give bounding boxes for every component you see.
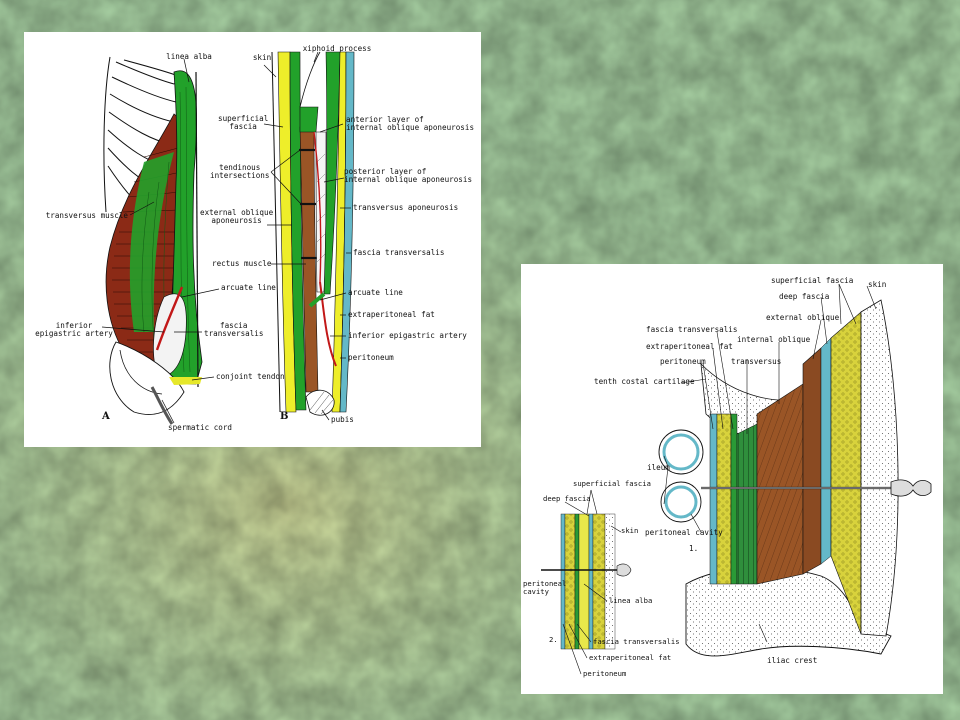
label-extraperitoneal-fat-b: extraperitoneal fat <box>348 310 435 319</box>
artery-upper <box>313 131 322 283</box>
label-peritoneal-cavity-2: peritoneal cavity <box>645 528 723 537</box>
transversus-slab <box>736 423 758 585</box>
skin-layer <box>271 51 281 413</box>
inset-fascia-transversalis <box>574 513 580 650</box>
tendinous-intersections-marks <box>299 148 317 260</box>
label-ileum: ileum <box>647 463 670 472</box>
label-xiphoid-process: xiphoid process <box>302 44 372 53</box>
label-conjoint-tendon: conjoint tendon <box>216 372 285 381</box>
ileum-loops <box>658 429 704 523</box>
label-inset-extraperitoneal-fat: extraperitoneal fat <box>589 653 672 662</box>
label-skin-2: skin <box>868 280 887 289</box>
label-arcuate-line-b: arcuate line <box>348 288 403 297</box>
label-superficial-fascia-2: superficial fascia <box>771 276 854 285</box>
spermatic-cord-shape <box>150 386 174 425</box>
label-transversus-aponeurosis: transversus aponeurosis <box>353 203 459 212</box>
figure-panel-rectus-sheath: linea alba transversus muscle arcuate li… <box>24 32 481 447</box>
figure-a-drawing <box>101 56 220 425</box>
label-tendinous-intersections: tendinous intersections <box>210 163 270 181</box>
label-linea-alba-a: linea alba <box>166 52 212 61</box>
label-inset-linea-alba: linea alba <box>609 596 653 605</box>
label-deep-fascia-2: deep fascia <box>779 292 830 301</box>
label-fascia-transversalis-2: fascia transversalis <box>646 325 738 334</box>
label-peritoneum-b: peritoneum <box>348 353 394 362</box>
label-fig-num-1: 1. <box>689 544 699 553</box>
fascia-transversalis-slab <box>730 413 738 585</box>
inset-superficial-fascia <box>592 513 606 650</box>
peritoneum-slab <box>709 413 718 585</box>
label-extraperitoneal-fat-2: extraperitoneal fat <box>646 342 733 351</box>
label-arcuate-line-a: arcuate line <box>221 283 276 292</box>
figure-a-tag: A <box>102 411 110 422</box>
conjoint-tendon-shape <box>169 377 202 385</box>
figure-a-leaders <box>101 58 220 424</box>
figure-panel-abdominal-layers: superficial fascia skin deep fascia exte… <box>521 264 943 694</box>
label-spermatic-cord: spermatic cord <box>168 423 233 432</box>
label-inferior-epigastric-artery-a: inferior epigastric artery <box>35 321 113 339</box>
xiphoid-process-shape <box>299 51 321 108</box>
label-inset-fascia-transversalis: fascia transversalis <box>593 637 680 646</box>
arcuate-line-green <box>308 292 326 308</box>
label-pubis: pubis <box>331 415 354 424</box>
linea-alba-line <box>195 71 199 388</box>
label-inferior-epigastric-artery-b: inferior epigastric artery <box>348 331 467 340</box>
inset-skin <box>604 513 616 650</box>
inferior-epigastric-artery-b <box>319 281 337 367</box>
inferior-epigastric-artery-a <box>155 286 184 351</box>
label-inset-fig-num-2: 2. <box>549 635 558 644</box>
label-peritoneum-2: peritoneum <box>660 357 706 366</box>
label-tenth-costal-cartilage: tenth costal cartilage <box>594 377 695 386</box>
label-inset-peritoneum: peritoneum <box>583 669 627 678</box>
figure-b-drawing <box>263 51 355 421</box>
inset-deep-fascia <box>588 513 594 650</box>
figure-b-tag: B <box>280 411 289 422</box>
internal-layers-green <box>323 51 341 295</box>
label-superficial-fascia-b: superficial fascia <box>218 114 269 132</box>
peritoneum-layer <box>339 51 355 413</box>
label-inset-peritoneal-cavity: peritoneal cavity <box>523 579 567 597</box>
extraperitoneal-fat-slab <box>716 413 732 585</box>
skin-slab <box>860 299 899 637</box>
inset-extraperitoneal-fat <box>564 513 576 650</box>
external-oblique-slab <box>802 347 822 575</box>
label-iliac-crest: iliac crest <box>767 656 818 665</box>
label-internal-oblique: internal oblique <box>737 335 811 344</box>
label-inset-deep-fascia: deep fascia <box>543 494 591 503</box>
label-skin-b: skin <box>252 53 272 62</box>
label-fascia-transversalis-a: fascia transversalis <box>204 321 264 339</box>
label-inset-skin: skin <box>621 526 639 535</box>
label-transversus-muscle: transversus muscle <box>45 211 128 220</box>
figure2-leaders <box>562 283 877 675</box>
fascia-transversalis-area <box>153 293 187 378</box>
rectus-lateral-green <box>129 152 174 332</box>
label-external-oblique: external oblique <box>766 313 840 322</box>
abdominal-layers-illustration <box>541 283 932 675</box>
inset-figure-2 <box>541 513 632 650</box>
deep-fascia-slab <box>820 337 832 565</box>
pubis-shape <box>305 389 335 416</box>
probe <box>701 479 932 497</box>
label-inset-superficial-fascia: superficial fascia <box>573 479 651 488</box>
label-transversus: transversus <box>731 357 782 366</box>
label-rectus-muscle: rectus muscle <box>212 259 272 268</box>
label-anterior-layer: anterior layer of internal oblique apone… <box>346 115 475 133</box>
label-posterior-layer: posterior layer of internal oblique apon… <box>344 167 473 185</box>
internal-oblique-slab <box>756 383 804 585</box>
label-external-oblique-aponeurosis: external oblique aponeurosis <box>200 208 274 226</box>
rectus-sheath-illustration <box>101 51 355 425</box>
figure-b-leaders <box>263 51 351 421</box>
xiphoid-green <box>299 106 319 133</box>
label-fascia-transversalis-b: fascia transversalis <box>353 248 445 257</box>
